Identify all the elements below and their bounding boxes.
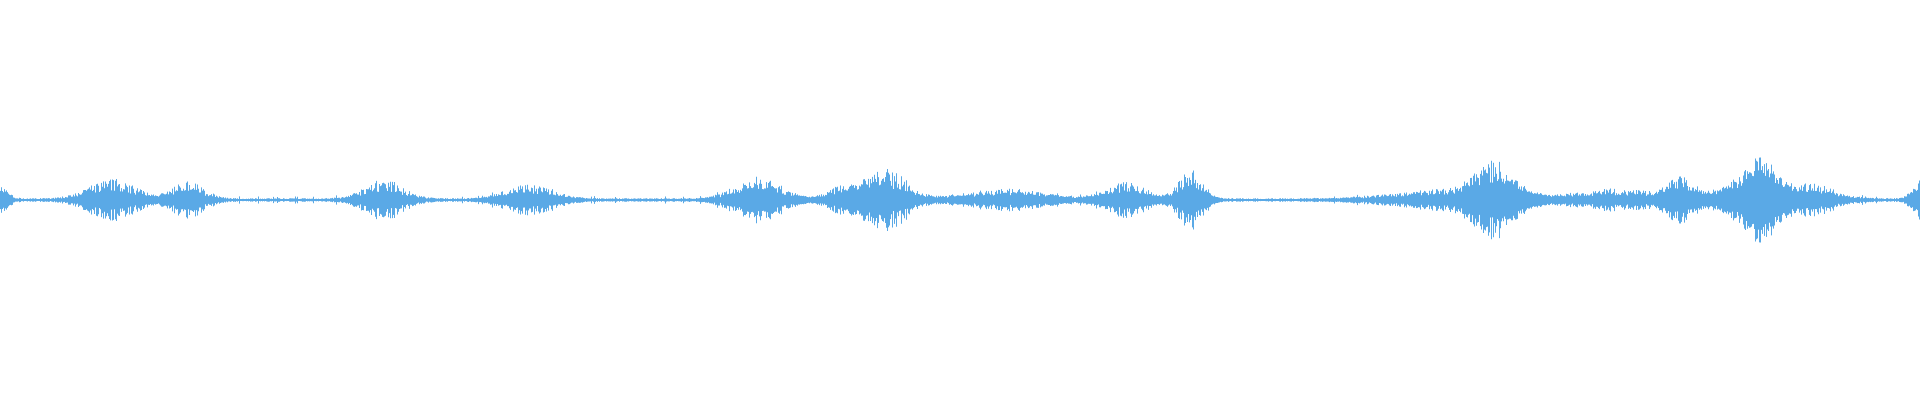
waveform-samples (0, 157, 1920, 243)
